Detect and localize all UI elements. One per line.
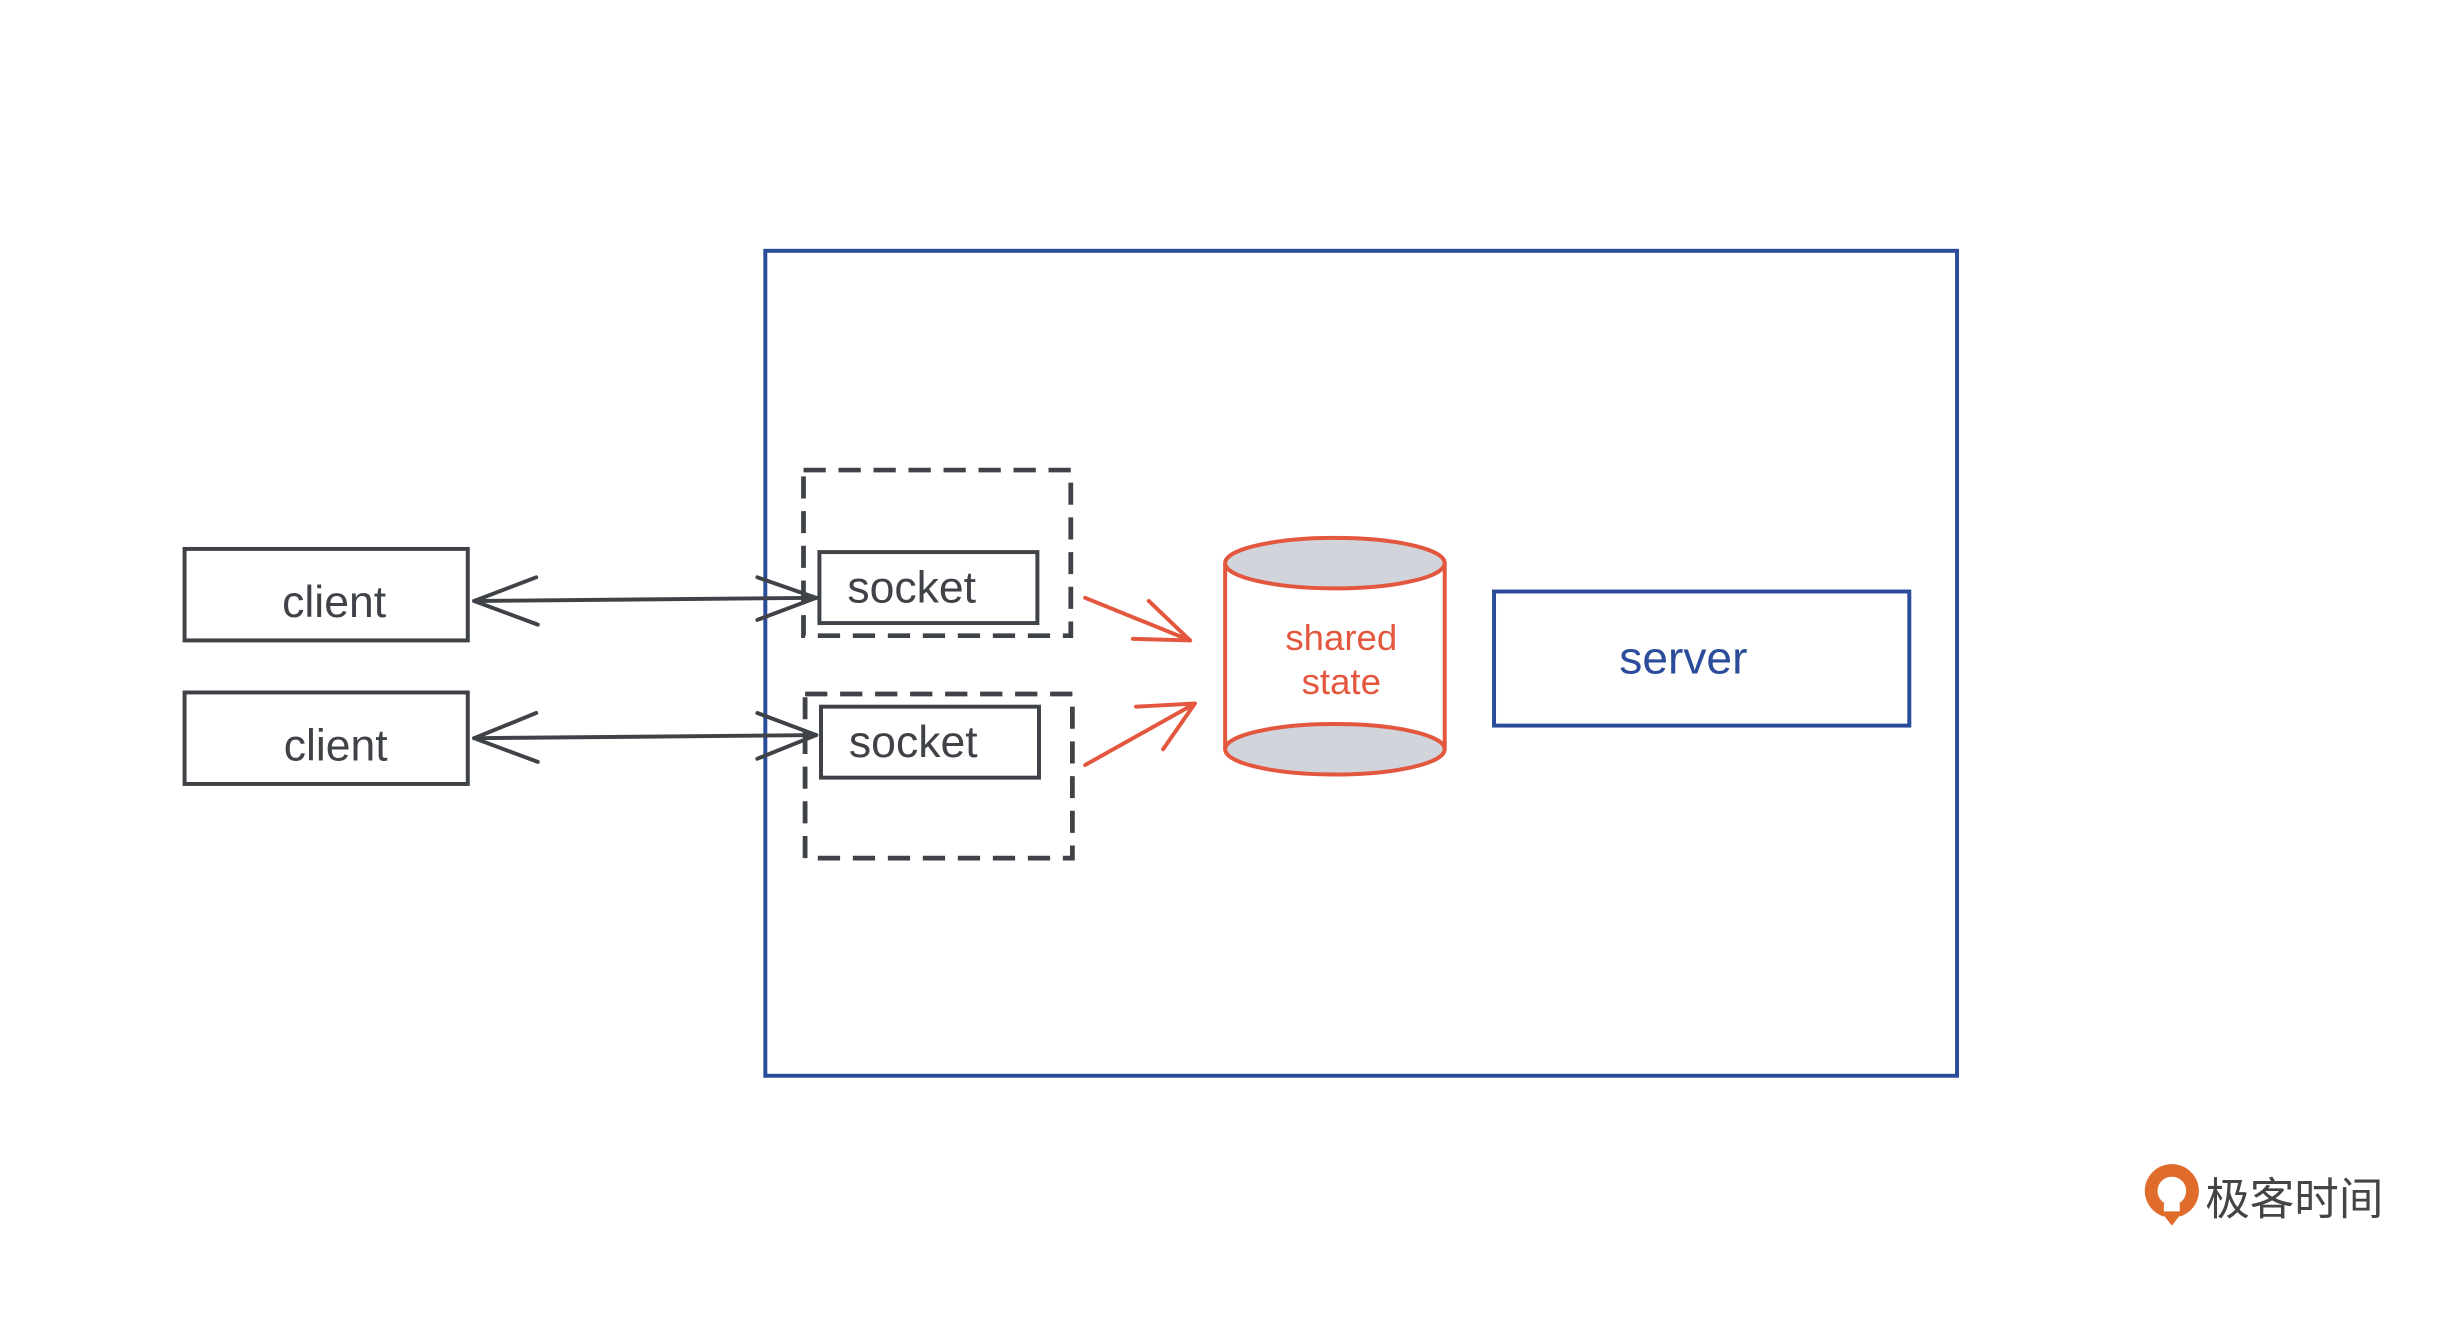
brand-logo: 极客时间 bbox=[2144, 1164, 2383, 1226]
shared-state-cylinder: shared state bbox=[1223, 535, 1447, 777]
client-label: client bbox=[282, 578, 386, 627]
socket-label: socket bbox=[847, 564, 976, 613]
server-label: server bbox=[1619, 632, 1747, 684]
access-arrow bbox=[1083, 595, 1193, 643]
client-box: client bbox=[182, 690, 470, 786]
logo-text: 极客时间 bbox=[2205, 1176, 2383, 1225]
socket-box: socket bbox=[817, 550, 1040, 626]
logo-icon bbox=[2144, 1164, 2199, 1226]
client-box: client bbox=[182, 546, 470, 643]
socket-label: socket bbox=[849, 718, 978, 767]
connection-boundary bbox=[801, 467, 1074, 639]
bidirectional-arrow bbox=[472, 575, 819, 627]
socket-box: socket bbox=[819, 704, 1041, 780]
access-arrow bbox=[1083, 701, 1197, 768]
shared-state-label-line1: shared bbox=[1285, 617, 1397, 658]
server-container bbox=[763, 248, 1960, 1078]
shared-state-label-line2: state bbox=[1302, 661, 1381, 702]
connection-boundary bbox=[802, 691, 1075, 861]
bidirectional-arrow bbox=[472, 711, 819, 764]
server-box: server bbox=[1492, 589, 1912, 728]
client-label: client bbox=[284, 721, 388, 770]
